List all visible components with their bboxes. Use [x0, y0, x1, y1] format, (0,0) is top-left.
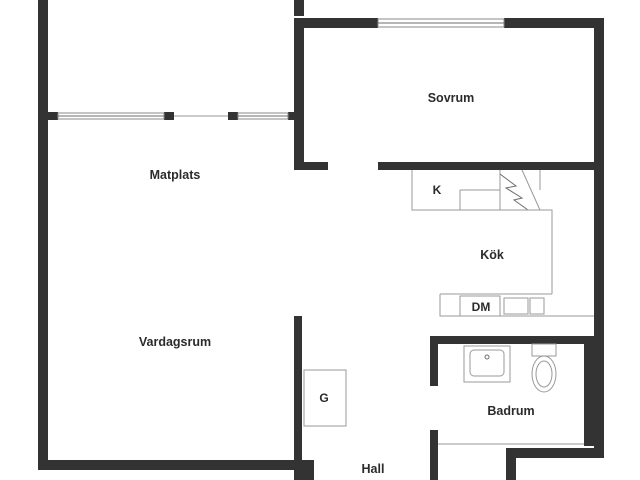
toilet-seat: [535, 360, 553, 388]
label-kyl: K: [433, 183, 442, 197]
fixture-labels: K DM G: [319, 183, 490, 405]
wall-right-corner: [584, 336, 604, 458]
wall-bathroom-left-lower: [430, 430, 438, 480]
kitchen-counter-upper: [411, 170, 500, 211]
wall-living-hall: [294, 316, 302, 470]
wall-bedroom-top-right: [504, 18, 604, 28]
sink-left: [503, 297, 529, 315]
label-sovrum: Sovrum: [428, 91, 475, 105]
wardrobe-box: [303, 369, 347, 427]
label-matplats: Matplats: [150, 168, 201, 182]
bathroom-fixtures: [438, 343, 584, 445]
label-hall: Hall: [362, 462, 385, 476]
label-vardagsrum: Vardagsrum: [139, 335, 211, 349]
wall-bedroom-bottom-left: [294, 162, 328, 170]
wall-bottom-right-stub: [506, 448, 516, 480]
wall-balcony-vertical: [294, 0, 304, 16]
wall-hall-left: [294, 460, 314, 480]
washbasin-outer: [463, 345, 511, 383]
label-diskmaskin: DM: [472, 300, 491, 314]
wall-bathroom-top: [430, 336, 600, 344]
washbasin-inner: [469, 349, 505, 377]
wall-right-exterior: [594, 18, 604, 458]
wall-top-left-stub: [38, 0, 48, 15]
wall-bedroom-top-left: [294, 18, 378, 28]
toilet-bowl: [531, 355, 557, 393]
wall-bathroom-left-upper: [430, 336, 438, 386]
wall-bedroom-left: [294, 20, 304, 170]
toilet-tank: [531, 343, 557, 357]
windows: [57, 18, 505, 120]
wall-bottom-right: [506, 448, 604, 458]
label-badrum: Badrum: [487, 404, 534, 418]
kitchen-fixtures: [411, 169, 594, 317]
wall-bottom-left: [38, 460, 300, 470]
walls: [38, 0, 604, 480]
wall-balcony-mid: [164, 112, 174, 120]
room-labels: Sovrum Matplats Kök Vardagsrum Badrum Ha…: [139, 91, 535, 476]
washbasin-drain: [484, 354, 490, 360]
wall-bedroom-bottom-right: [378, 162, 604, 170]
label-kok: Kök: [480, 248, 504, 262]
wall-balcony-left: [38, 112, 58, 120]
label-garderob: G: [319, 391, 328, 405]
sink-right: [529, 297, 545, 315]
wall-balcony-mid2: [228, 112, 238, 120]
wall-balcony-right: [288, 112, 298, 120]
wall-left-exterior: [38, 0, 48, 470]
kitchen-hood: [499, 173, 529, 211]
